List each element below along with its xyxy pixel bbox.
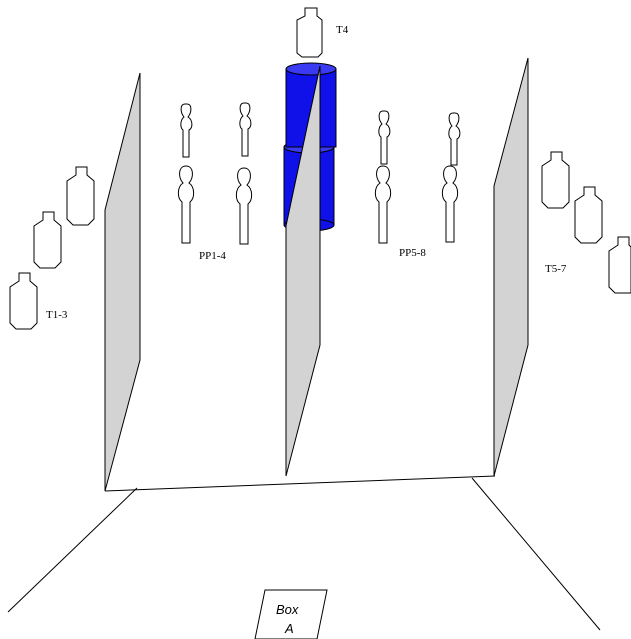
- target-t5: [541, 151, 570, 209]
- label-pp1-4: PP1-4: [199, 250, 226, 262]
- shooting-box-a: [254, 589, 328, 639]
- label-t1-3: T1-3: [46, 309, 68, 321]
- popper-pp6: [448, 112, 461, 166]
- fault-line-left: [7, 487, 138, 613]
- wall-center: [285, 65, 321, 477]
- popper-pp7: [374, 165, 392, 244]
- wall-left: [104, 72, 141, 492]
- target-t3: [9, 272, 38, 330]
- popper-pp3: [177, 165, 195, 244]
- fault-line-right: [471, 477, 601, 631]
- target-t4: [296, 7, 323, 58]
- wall-right: [493, 57, 529, 477]
- label-t5-7: T5-7: [545, 263, 567, 275]
- fault-line-front: [104, 475, 496, 492]
- label-pp5-8: PP5-8: [399, 247, 426, 259]
- target-t6: [574, 186, 603, 244]
- popper-pp4: [235, 167, 253, 245]
- label-t4: T4: [336, 24, 349, 36]
- popper-pp8: [441, 165, 459, 243]
- popper-pp2: [239, 102, 252, 157]
- popper-pp1: [180, 103, 193, 158]
- popper-pp5: [378, 110, 391, 165]
- target-t1: [66, 166, 95, 226]
- target-t2: [33, 211, 62, 269]
- box-label-line1: Box: [276, 602, 299, 617]
- target-t7: [608, 236, 631, 294]
- box-label-line2: A: [284, 621, 294, 636]
